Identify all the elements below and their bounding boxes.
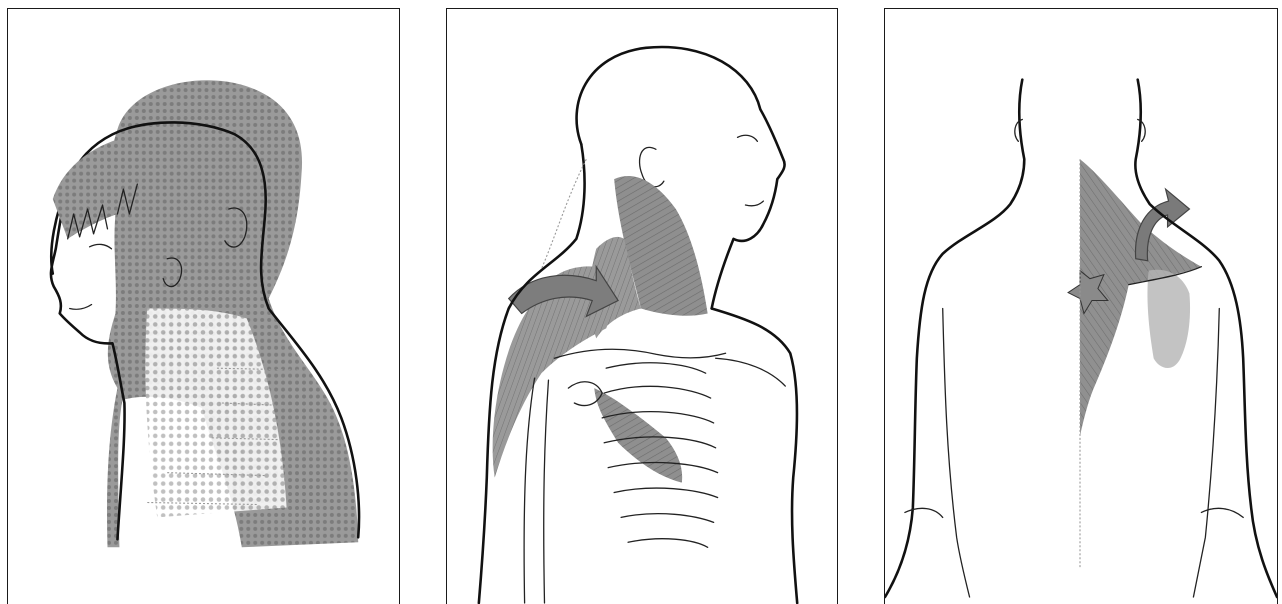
right-arm-line	[1193, 308, 1219, 597]
panel-posture-side-view	[7, 8, 400, 604]
chest-contour	[716, 358, 786, 386]
posture-illustration	[8, 9, 399, 604]
neck-chest-illustration	[447, 9, 837, 604]
scapula-shading	[1147, 270, 1190, 368]
pectoralis-minor-muscle	[594, 388, 682, 483]
left-arm-line	[943, 308, 970, 597]
right-body-outline	[712, 308, 798, 602]
eye-line	[90, 244, 112, 248]
mouth	[745, 201, 763, 206]
panel-upper-back-rear-view	[884, 8, 1278, 604]
humerus	[524, 378, 548, 603]
eye	[738, 135, 758, 141]
clavicle	[554, 349, 725, 358]
left-elbow	[905, 508, 1243, 517]
panel-neck-chest-front-view	[446, 8, 838, 604]
mouth-line	[70, 305, 92, 310]
upper-back-illustration	[885, 9, 1277, 604]
